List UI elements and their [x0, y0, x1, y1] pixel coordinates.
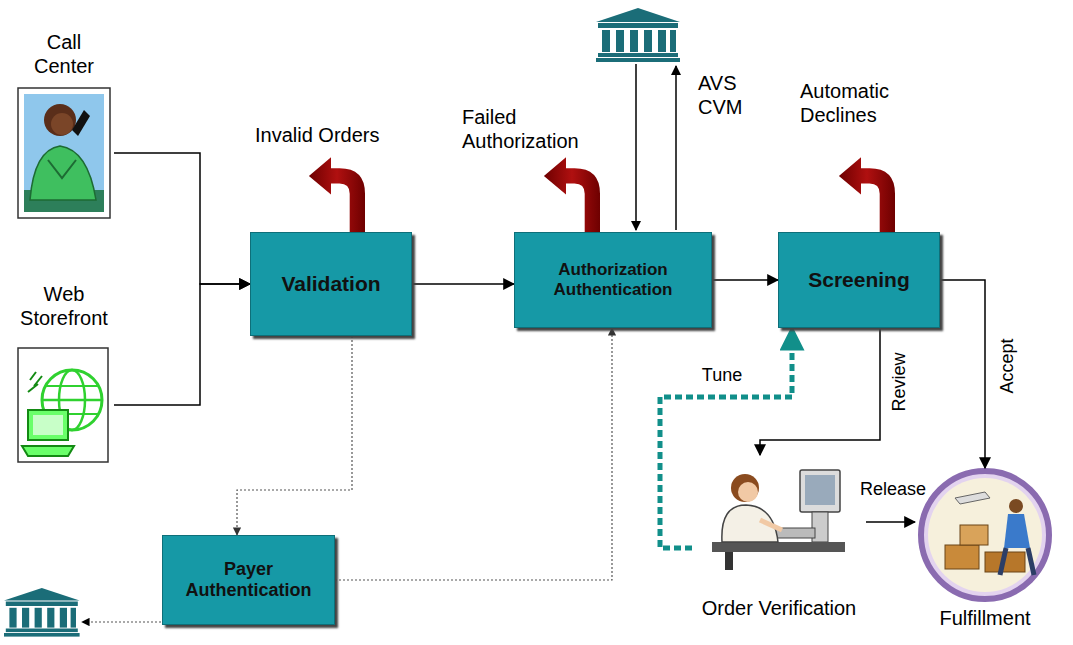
flow-note: Invalid Orders — [255, 124, 415, 148]
bank-icon — [596, 8, 680, 62]
node-caption: Call Center — [24, 30, 104, 78]
order-verification-illustration-part — [731, 474, 759, 502]
web-storefront-icon-part — [28, 410, 68, 440]
fulfillment-illustration-part — [928, 478, 1042, 592]
bank-link-part — [82, 621, 161, 622]
bank-link — [636, 64, 676, 230]
call-center-icon — [18, 88, 110, 218]
order-verification-illustration — [712, 470, 845, 570]
process-box: Authorization Authentication — [514, 232, 712, 328]
web-storefront-node: Web Storefront — [14, 282, 114, 464]
web-storefront-icon-part — [28, 372, 42, 392]
fulfillment-illustration-part — [1004, 514, 1030, 548]
fulfillment-node: Fulfillment — [915, 468, 1055, 630]
order-verification-illustration-part — [760, 520, 782, 530]
web-storefront-icon-part — [46, 385, 98, 387]
bank-link-part — [675, 66, 677, 230]
process-box: Screening — [778, 232, 940, 328]
order-verification-illustration-part — [725, 552, 733, 570]
order-verification-node: Order Verification — [692, 455, 866, 620]
box-label: Authorization Authentication — [538, 260, 688, 299]
edge-label: Tune — [700, 366, 744, 386]
bank-icon — [4, 588, 80, 637]
flow-connector — [114, 284, 250, 405]
reject-arrow — [309, 157, 365, 232]
call-center-icon-part — [44, 104, 76, 136]
call-center-icon-part — [18, 88, 110, 218]
flow-connector — [412, 283, 514, 285]
process-box: Payer Authentication — [162, 535, 335, 625]
feedback-connector — [660, 328, 792, 548]
flow-note: Failed Authorization — [462, 106, 612, 153]
flow-connector — [114, 153, 250, 284]
bank-link-part — [635, 64, 637, 230]
node-caption: Fulfillment — [915, 606, 1055, 630]
edge-label: Accept — [998, 336, 1018, 395]
flow-connector — [866, 521, 915, 523]
web-storefront-icon-part — [33, 415, 63, 435]
call-center-icon-part — [24, 94, 104, 212]
order-verification-illustration-part — [738, 482, 758, 502]
call-center-icon-part — [48, 160, 76, 178]
fulfillment-illustration-part — [1000, 548, 1034, 575]
box-label: Validation — [281, 272, 380, 296]
call-center-node: Call Center — [14, 30, 114, 220]
fulfillment-illustration-part — [960, 525, 988, 545]
reject-arrow — [839, 157, 895, 232]
call-center-icon-part — [72, 110, 90, 136]
call-center-icon-part — [51, 113, 73, 135]
box-label: Screening — [808, 268, 910, 292]
web-storefront-icon-part — [18, 348, 108, 462]
bank-link — [82, 621, 161, 622]
order-verification-illustration-part — [805, 475, 835, 505]
fulfillment-illustration-part — [921, 471, 1049, 599]
flow-connector — [335, 328, 612, 580]
fulfillment-illustration — [921, 471, 1049, 599]
fulfillment-illustration-part — [955, 492, 990, 504]
call-center-icon-part — [30, 146, 96, 200]
node-caption: Order Verification — [692, 596, 866, 620]
flow-connector — [237, 336, 352, 535]
box-label: Payer Authentication — [176, 559, 321, 600]
process-box: Validation — [250, 232, 412, 336]
web-storefront-icon — [18, 348, 108, 462]
flow-connector — [712, 279, 778, 281]
flow-note: Automatic Declines — [800, 80, 940, 127]
edge-label: Review — [890, 350, 910, 413]
node-caption: Web Storefront — [14, 282, 114, 330]
order-verification-illustration-part — [712, 542, 845, 552]
flow-connector — [940, 280, 985, 468]
edge-label: Release — [858, 480, 928, 500]
fulfillment-illustration-part — [1009, 499, 1023, 513]
web-storefront-icon-part — [42, 399, 102, 402]
flow-note: AVS CVM — [698, 72, 758, 119]
flow-connector — [760, 328, 880, 455]
order-verification-illustration-part — [800, 470, 840, 512]
web-storefront-icon-part — [22, 446, 74, 456]
reject-arrow — [544, 157, 600, 232]
fulfillment-illustration-part — [945, 545, 979, 569]
